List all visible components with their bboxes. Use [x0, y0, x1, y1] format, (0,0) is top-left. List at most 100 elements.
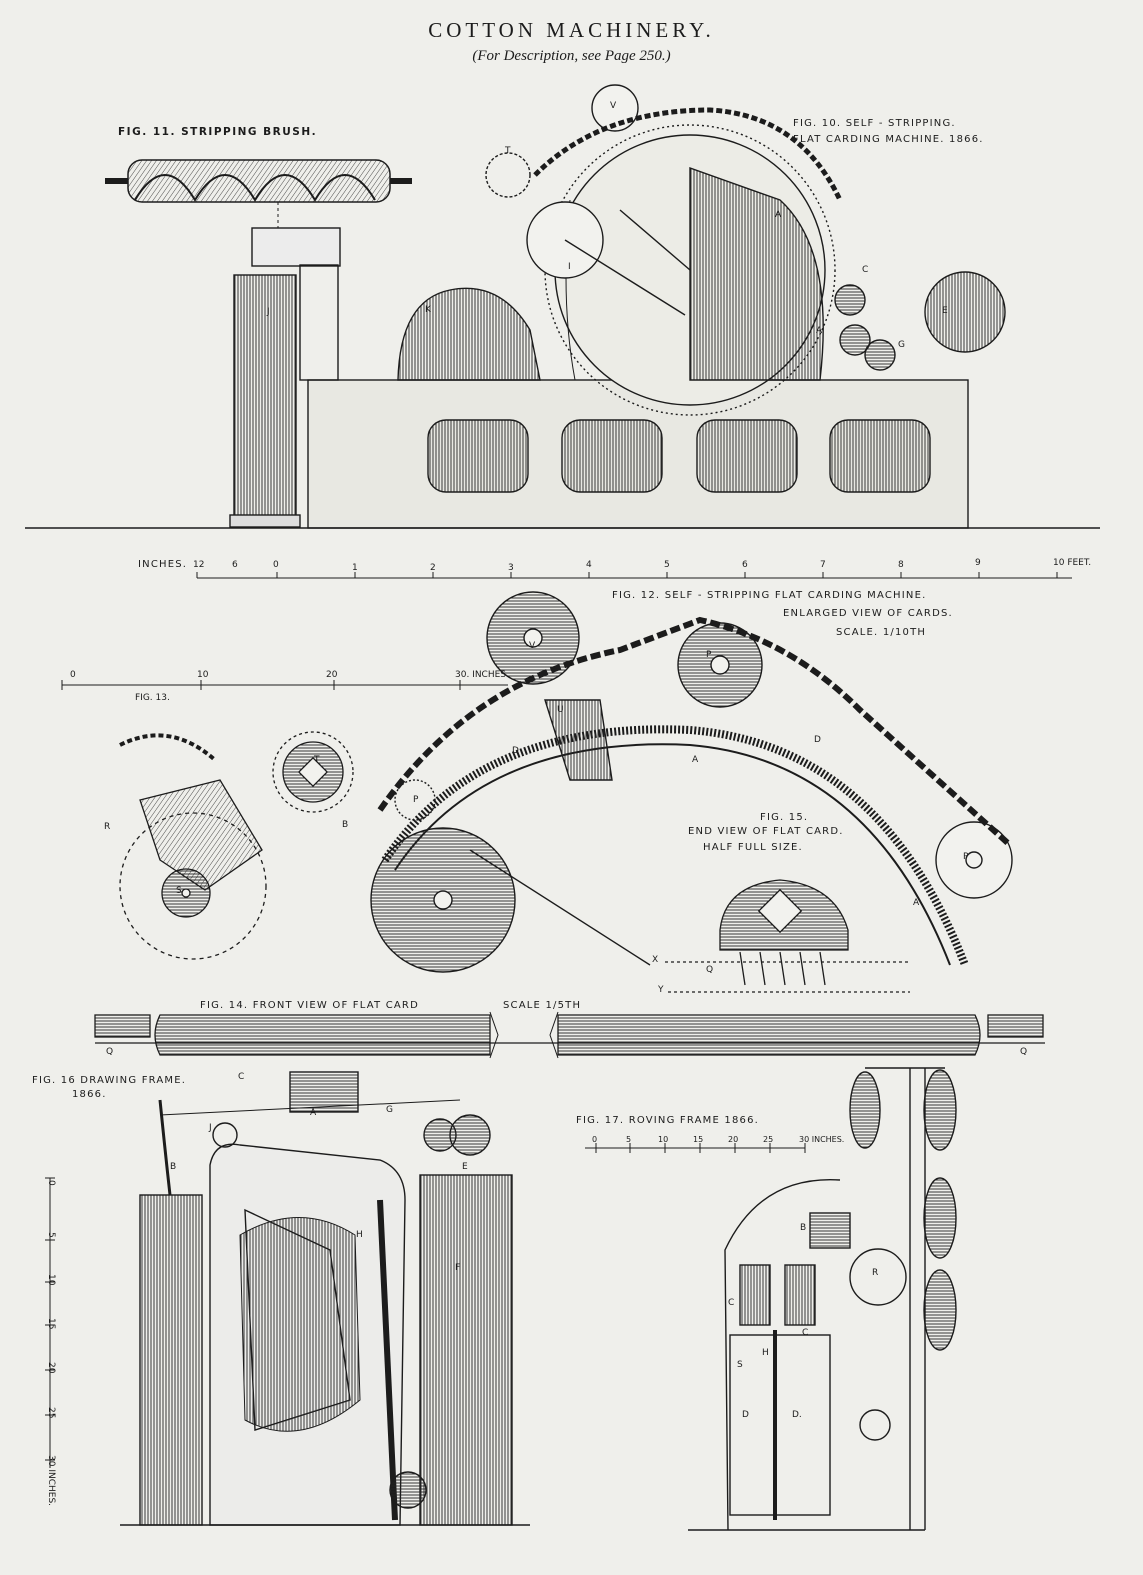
- fig16-letter-b: B: [170, 1162, 177, 1172]
- fig12-letter-p: P: [706, 650, 712, 660]
- roving-tick-10: 10: [658, 1135, 669, 1144]
- fig12-letter-d2: D: [814, 735, 821, 745]
- vert-tick-20: 20: [46, 1362, 56, 1374]
- fig15-letter-q: Q: [706, 965, 714, 975]
- inch30-tick-30: 30. INCHES.: [455, 670, 509, 680]
- stripping-brush-drawing: [105, 159, 412, 232]
- inch30-tick-20: 20: [326, 670, 338, 680]
- fig10-letter-v: V: [610, 101, 617, 111]
- fig11-caption: FIG. 11. STRIPPING BRUSH.: [118, 126, 318, 138]
- fig12-caption-line3: SCALE. 1/10TH: [836, 627, 927, 638]
- fig10-letter-k: K: [425, 305, 431, 315]
- fig10-letter-e: E: [942, 306, 948, 316]
- fig15-caption-line2: END VIEW OF FLAT CARD.: [688, 826, 844, 837]
- vert-tick-10: 10: [46, 1274, 56, 1286]
- fig12-caption-line2: ENLARGED VIEW OF CARDS.: [783, 608, 953, 619]
- plate-subtitle: (For Description, see Page 250.): [472, 48, 671, 64]
- fig10-letter-c: C: [862, 265, 869, 275]
- feet-tick-0: 0: [273, 560, 279, 570]
- fig12-letter-u: U: [557, 705, 564, 715]
- fig17-letter-r: R: [872, 1268, 879, 1278]
- fig12-letter-p3: P: [963, 852, 969, 862]
- feet-tick-8: 8: [898, 560, 904, 570]
- fig17-letter-c: C: [728, 1298, 735, 1308]
- roving-tick-20: 20: [728, 1135, 739, 1144]
- roving-tick-15: 15: [693, 1135, 704, 1144]
- carding-machine-drawing: [25, 84, 1100, 529]
- fig12-letter-a: A: [692, 755, 699, 765]
- fig17-letter-b: B: [800, 1223, 807, 1233]
- fig15-letter-x: X: [652, 955, 659, 965]
- feet-scale-bar: [196, 572, 1072, 579]
- fig16-caption-line2: 1866.: [72, 1089, 107, 1100]
- vert-tick-30: 30 INCHES.: [46, 1455, 56, 1507]
- fig10-letter-t: T: [505, 146, 511, 156]
- roving-tick-25: 25: [763, 1135, 774, 1144]
- fig17-letter-s: S: [737, 1360, 743, 1370]
- fig17-letter-c2: C: [802, 1328, 809, 1338]
- vert-tick-15: 15: [46, 1318, 56, 1330]
- fig16-letter-a: A: [310, 1108, 317, 1118]
- fig17-letter-d: D: [742, 1410, 749, 1420]
- feet-tick-7: 7: [820, 560, 826, 570]
- fig10-letter-j: J: [267, 307, 270, 317]
- fig13-letter-r: R: [104, 822, 111, 832]
- fig17-caption: FIG. 17. ROVING FRAME 1866.: [576, 1115, 760, 1126]
- feet-tick-1: 1: [352, 563, 358, 573]
- fig16-caption-line1: FIG. 16 DRAWING FRAME.: [32, 1075, 187, 1086]
- feet-tick-4: 4: [586, 560, 592, 570]
- fig12-letter-p2: P: [413, 795, 419, 805]
- fig14-caption: FIG. 14. FRONT VIEW OF FLAT CARD: [200, 1000, 419, 1011]
- fig16-letter-h: H: [356, 1230, 363, 1240]
- fig14-letter-q2: Q: [1020, 1047, 1028, 1057]
- fig12-letter-v: V: [529, 641, 536, 651]
- roving-tick-0: 0: [592, 1135, 598, 1144]
- roving-tick-5: 5: [626, 1135, 632, 1144]
- inch30-tick-0: 0: [70, 670, 76, 680]
- feet-tick-6: 6: [232, 560, 238, 570]
- fig17-letter-h: H: [762, 1348, 769, 1358]
- fig10-caption-line1: FIG. 10. SELF - STRIPPING.: [793, 118, 956, 129]
- fig12-letter-t: T: [314, 755, 320, 765]
- fig16-letter-f: F: [455, 1263, 461, 1273]
- feet-tick-5: 5: [664, 560, 670, 570]
- fig12-letter-d: D: [512, 746, 519, 756]
- fig12-caption-line1: FIG. 12. SELF - STRIPPING FLAT CARDING M…: [612, 590, 927, 601]
- vert-tick-5: 5: [46, 1232, 56, 1238]
- fig16-letter-g: G: [386, 1105, 393, 1115]
- fig15-letter-y: Y: [658, 985, 664, 995]
- fig16-letter-j: J: [209, 1123, 212, 1133]
- vertical-inch-scale: [45, 1177, 55, 1468]
- fig12-letter-a2: A: [913, 898, 920, 908]
- feet-tick-10: 10 FEET.: [1053, 558, 1092, 568]
- fig10-letter-a2: A: [816, 326, 823, 336]
- fig16-letter-c: C: [238, 1072, 245, 1082]
- roving-scale-bar: [585, 1143, 806, 1153]
- inch-scale-30: [61, 680, 508, 690]
- roving-tick-30: 30 INCHES.: [799, 1135, 845, 1144]
- feet-tick-9: 9: [975, 558, 981, 568]
- feet-tick-12: 12: [193, 560, 205, 570]
- flat-card-front-view: [94, 1011, 1045, 1059]
- feet-tick-2: 2: [430, 563, 436, 573]
- fig14-letter-q: Q: [106, 1047, 114, 1057]
- fig10-letter-a: A: [775, 210, 782, 220]
- fig15-caption-line3: HALF FULL SIZE.: [703, 842, 803, 853]
- plate-title: COTTON MACHINERY.: [428, 18, 715, 42]
- fig13-letter-s: S: [176, 886, 182, 896]
- enlarged-cards-drawing: [370, 591, 1013, 973]
- fig12-letter-b: B: [342, 820, 349, 830]
- feet-scale-label: INCHES.: [138, 559, 188, 570]
- inch30-tick-10: 10: [197, 670, 209, 680]
- feet-tick-3: 3: [508, 563, 514, 573]
- fig10-letter-i: I: [568, 262, 571, 272]
- fig17-letter-d2: D.: [792, 1410, 802, 1420]
- fig10-caption-line2: FLAT CARDING MACHINE. 1866.: [793, 134, 984, 145]
- feet-tick-6b: 6: [742, 560, 748, 570]
- fig14-scale: SCALE 1/5TH: [503, 1000, 582, 1011]
- vert-tick-0: 0: [46, 1180, 56, 1186]
- vert-tick-25: 25: [46, 1407, 56, 1419]
- fig15-caption-line1: FIG. 15.: [760, 812, 809, 823]
- flat-card-end-view: [665, 879, 910, 993]
